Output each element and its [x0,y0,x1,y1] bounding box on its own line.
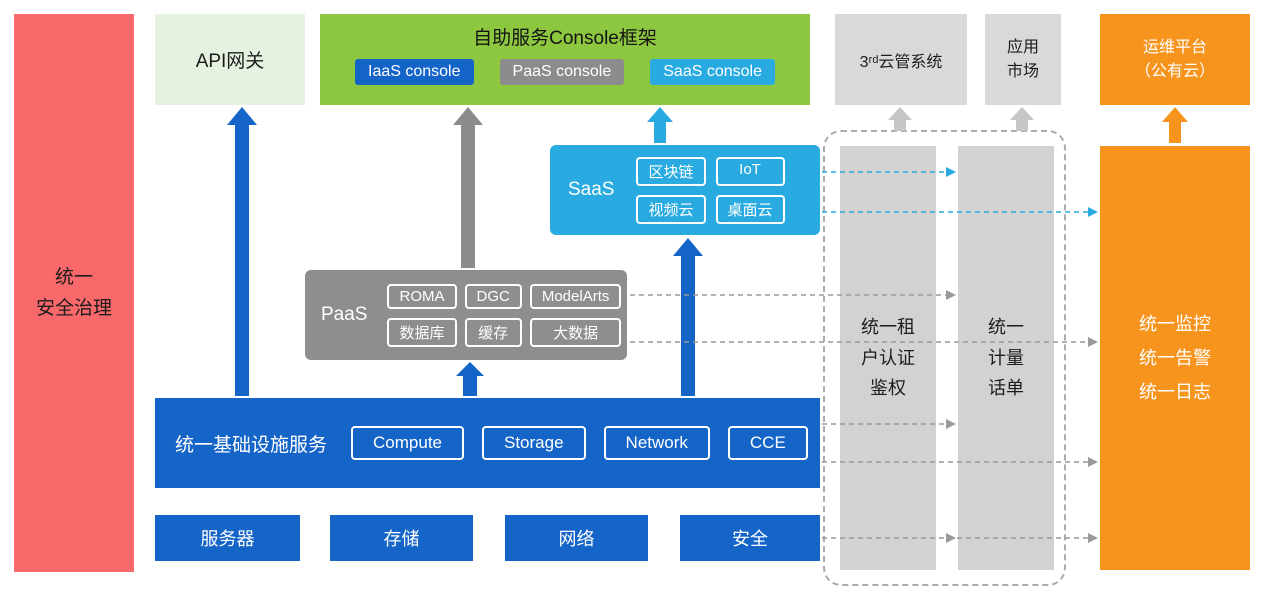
saas-services: 区块链 IoT 视频云 桌面云 [636,156,785,224]
om-platform-box: 运维平台 （公有云） [1100,14,1250,105]
saas-layer-label: SaaS [568,179,615,200]
paas-chip-dgc: DGC [464,283,522,309]
shared-services-dashed-container [823,130,1066,586]
saas-console-badge: SaaS console [650,59,775,85]
resource-box-security: 安全 [680,515,820,561]
iaas-layer-box: 统一基础设施服务 Compute Storage Network CCE [155,398,820,488]
iaas-chip-cce: CCE [727,426,808,460]
metering-bar: 统一 计量 话单 [958,146,1054,570]
api-gateway-box: API网关 [155,14,305,105]
tenant-auth-bar: 统一租 户认证 鉴权 [840,146,936,570]
resource-box-storage: 存储 [330,515,473,561]
console-framework-title: 自助服务Console框架 [473,28,657,49]
resource-box-network: 网络 [505,515,648,561]
monitoring-bar: 统一监控 统一告警 统一日志 [1100,146,1250,570]
app-market-box: 应用 市场 [985,14,1061,105]
iaas-to-paas-arrow [456,362,484,396]
paas-layer-box: PaaS ROMA DGC ModelArts 数据库 缓存 大数据 [305,270,627,360]
iaas-chip-storage: Storage [482,426,586,460]
saas-to-console-arrow [647,107,673,143]
iaas-chip-network: Network [603,426,710,460]
paas-console-badge: PaaS console [499,59,625,85]
saas-chip-iot: IoT [715,156,785,186]
monitor-to-om-platform-arrow [1162,107,1188,143]
paas-chip-database: 数据库 [387,317,457,347]
shared-to-app-market-arrow [1010,107,1034,131]
security-governance-bar: 统一 安全治理 [14,14,134,572]
console-framework-box: 自助服务Console框架 IaaS console PaaS console … [320,14,810,105]
iaas-to-saas-arrow [673,238,703,396]
paas-chip-roma: ROMA [387,283,457,309]
shared-to-third-cloud-arrow [888,107,912,131]
paas-chip-bigdata: 大数据 [529,317,622,347]
iaas-chip-compute: Compute [351,426,464,460]
saas-chip-video-cloud: 视频云 [636,194,706,224]
third-party-cloud-box: 3ʳᵈ云管系统 [835,14,967,105]
paas-chip-modelarts: ModelArts [529,283,622,309]
paas-to-console-arrow [453,107,483,268]
saas-layer-box: SaaS 区块链 IoT 视频云 桌面云 [550,145,820,235]
iaas-services: Compute Storage Network CCE [351,426,808,460]
console-badge-row: IaaS console PaaS console SaaS console [355,59,775,85]
paas-layer-label: PaaS [321,304,368,325]
paas-chip-cache: 缓存 [464,317,522,347]
resource-box-server: 服务器 [155,515,300,561]
iaas-layer-label: 统一基础设施服务 [175,434,328,456]
paas-services: ROMA DGC ModelArts 数据库 缓存 大数据 [387,283,622,347]
saas-chip-desktop-cloud: 桌面云 [715,194,785,224]
saas-chip-blockchain: 区块链 [636,156,706,186]
iaas-to-api-gateway-arrow [227,107,257,396]
iaas-console-badge: IaaS console [355,59,474,85]
